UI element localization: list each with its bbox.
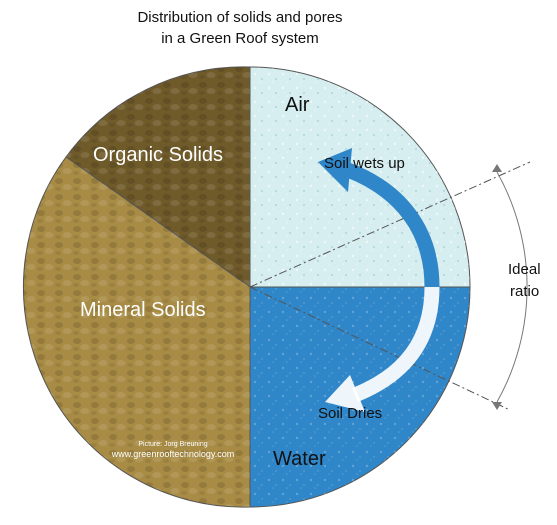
soil-wets-up-arrowhead-icon bbox=[318, 148, 352, 192]
upper-ratio-line bbox=[249, 161, 531, 288]
soil-wets-up-label: Soil wets up bbox=[324, 155, 405, 172]
diagram-title-line-1: Distribution of solids and pores bbox=[137, 9, 343, 26]
mineral-texture bbox=[23, 157, 250, 508]
credit-picture-label: Picture: Jorg Breuning bbox=[138, 441, 207, 448]
soil-dries-label: Soil Dries bbox=[318, 405, 382, 422]
ideal-label: Ideal bbox=[508, 261, 541, 278]
bracket-arrow-up-icon bbox=[492, 164, 502, 172]
soil-dries-arrow bbox=[352, 286, 440, 402]
soil-dries-arrowhead-icon bbox=[325, 375, 365, 412]
air-label: Air bbox=[285, 94, 310, 116]
soil-wets-up-arrow bbox=[345, 163, 440, 288]
ideal-ratio-bracket bbox=[496, 171, 528, 403]
credit-website-label: www.greenrooftechnology.com bbox=[111, 449, 234, 459]
organic-solids-label: Organic Solids bbox=[93, 144, 223, 166]
diagram-title-line-2: in a Green Roof system bbox=[161, 30, 319, 47]
mineral-solids-label: Mineral Solids bbox=[80, 299, 206, 321]
ratio-label: ratio bbox=[510, 283, 539, 300]
water-label: Water bbox=[273, 448, 326, 470]
bracket-arrow-down-icon bbox=[492, 402, 502, 410]
organic-texture bbox=[66, 66, 250, 288]
